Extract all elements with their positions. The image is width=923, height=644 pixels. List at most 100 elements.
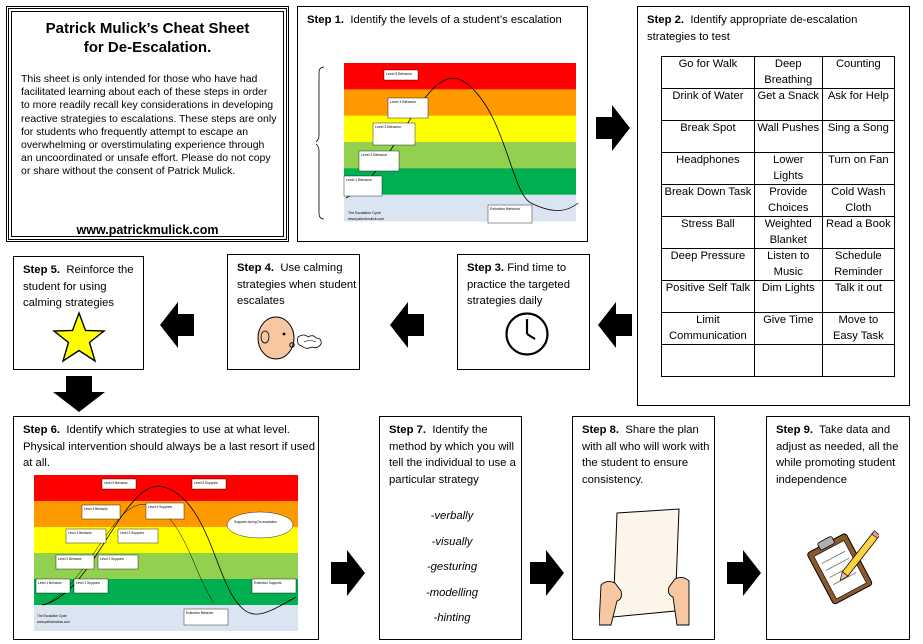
breathing-head-icon: [254, 315, 334, 363]
step-4-text: Step 4. Use calming strategies when stud…: [237, 260, 357, 310]
level-1-label: Level 1 Behavior: [346, 178, 373, 182]
methods-list: -verbally -visually -gesturing -modellin…: [384, 510, 520, 638]
step-8-box: Step 8. Share the plan with all who will…: [572, 416, 715, 640]
level-2-label: Level 2 Behavior: [361, 153, 388, 157]
method-item: -modelling: [384, 587, 520, 613]
level-3-label: Level 3 Behavior: [375, 125, 402, 129]
chart-detailed-title: The Escalation Cycle: [37, 614, 67, 618]
level-4-label: Level 4 Behavior: [390, 100, 417, 104]
arrow-left-icon: [598, 302, 632, 348]
step-9-box: Step 9. Take data and adjust as needed, …: [766, 416, 910, 640]
level-2-supports: Level 2 Supports: [100, 557, 124, 561]
level-band: [344, 89, 576, 116]
strategy-cell: Deep Pressure: [662, 249, 755, 281]
step-1-box: Step 1. Identify the levels of a student…: [297, 6, 588, 242]
step-4-box: Step 4. Use calming strategies when stud…: [227, 254, 360, 370]
title-box: Patrick Mulick’s Cheat Sheet for De-Esca…: [6, 6, 289, 242]
step-2-text: Step 2. Identify appropriate de-escalati…: [647, 12, 902, 45]
extinction-label: Extinction Behavior: [490, 207, 521, 211]
strategy-cell: Deep Breathing: [754, 57, 822, 89]
title-line-2: for De-Escalation.: [9, 38, 286, 57]
level-1-supports: Level 1 Supports: [76, 581, 100, 585]
method-item: -visually: [384, 536, 520, 562]
strategy-cell: Limit Communication: [662, 313, 755, 345]
method-item: -hinting: [384, 612, 520, 638]
strategy-cell: Turn on Fan: [822, 153, 894, 185]
step-8-text: Step 8. Share the plan with all who will…: [582, 422, 710, 488]
cheat-sheet-title: Patrick Mulick’s Cheat Sheet for De-Esca…: [9, 19, 286, 57]
strategy-cell: Positive Self Talk: [662, 281, 755, 313]
level-3-supports: Level 3 Supports: [120, 531, 144, 535]
step-5-text: Step 5. Reinforce the student for using …: [23, 262, 141, 312]
strategy-cell: Stress Ball: [662, 217, 755, 249]
arrow-left-icon: [390, 302, 424, 348]
arrow-right-icon: [596, 105, 630, 151]
strategy-cell: Sing a Song: [822, 121, 894, 153]
clock-icon: [504, 311, 550, 357]
step-3-text: Step 3. Find time to practice the target…: [467, 260, 587, 310]
step-3-box: Step 3. Find time to practice the target…: [457, 254, 590, 370]
arrow-left-icon: [160, 302, 194, 348]
arrow-right-icon: [530, 550, 564, 596]
strategy-cell: Break Down Task: [662, 185, 755, 217]
level-5-label-detailed: Level 5 Behavior: [104, 481, 129, 485]
chart-detailed-url: www.patrickmulick.com: [37, 620, 70, 624]
clipboard-icon: [803, 527, 879, 605]
strategy-cell: Wall Pushes: [754, 121, 822, 153]
chart-small-title: The Escalation Cycle: [348, 211, 381, 215]
strategy-cell: Dim Lights: [754, 281, 822, 313]
arrow-right-icon: [331, 550, 365, 596]
strategy-row: Drink of WaterGet a SnackAsk for Help: [662, 89, 895, 121]
escalation-chart-small: Level 5 Behavior Level 4 Behavior Level …: [316, 63, 581, 233]
level-4-supports: Level 4 Supports: [148, 505, 172, 509]
strategy-cell: Break Spot: [662, 121, 755, 153]
intro-text: This sheet is only intended for those wh…: [21, 73, 278, 179]
title-line-1: Patrick Mulick’s Cheat Sheet: [9, 19, 286, 38]
strategy-cell: Drink of Water: [662, 89, 755, 121]
strategy-row: HeadphonesLower LightsTurn on Fan: [662, 153, 895, 185]
strategy-cell: Give Time: [754, 313, 822, 345]
step-5-box: Step 5. Reinforce the student for using …: [13, 256, 144, 370]
strategies-table: Go for WalkDeep BreathingCountingDrink o…: [661, 56, 895, 377]
strategy-cell: Talk it out: [822, 281, 894, 313]
strategy-cell: Weighted Blanket: [754, 217, 822, 249]
website-link[interactable]: www.patrickmulick.com: [9, 223, 286, 237]
step-1-text: Step 1. Identify the levels of a student…: [307, 12, 582, 29]
level-2-label-detailed: Level 2 Behavior: [58, 557, 83, 561]
deescalation-supports-note: Supports during De-escalation: [234, 520, 277, 524]
strategy-cell: Ask for Help: [822, 89, 894, 121]
strategy-cell: [754, 345, 822, 377]
strategy-cell: [822, 345, 894, 377]
arrow-right-icon: [727, 550, 761, 596]
level-5-supports: Level 5 Supports: [194, 481, 218, 485]
step-7-text: Step 7. Identify the method by which you…: [389, 422, 517, 488]
strategy-cell: Headphones: [662, 153, 755, 185]
extinction-supports: Extinction Supports: [254, 581, 282, 585]
strategy-cell: Move to Easy Task: [822, 313, 894, 345]
arrow-down-icon: [53, 376, 105, 412]
method-item: -gesturing: [384, 561, 520, 587]
level-1-label-detailed: Level 1 Behavior: [38, 581, 63, 585]
step-6-box: Step 6. Identify which strategies to use…: [13, 416, 319, 640]
step-9-text: Step 9. Take data and adjust as needed, …: [776, 422, 906, 488]
step-6-text: Step 6. Identify which strategies to use…: [23, 422, 315, 472]
strategy-cell: Read a Book: [822, 217, 894, 249]
strategy-cell: Schedule Reminder: [822, 249, 894, 281]
document-hands-icon: [599, 507, 691, 627]
level-band: [34, 475, 298, 502]
level-3-label-detailed: Level 3 Behavior: [68, 531, 93, 535]
strategy-cell: Listen to Music: [754, 249, 822, 281]
strategy-cell: Cold Wash Cloth: [822, 185, 894, 217]
level-band: [344, 63, 576, 90]
strategy-cell: Counting: [822, 57, 894, 89]
strategy-cell: Provide Choices: [754, 185, 822, 217]
level-5-label: Level 5 Behavior: [386, 72, 413, 76]
star-icon: [52, 311, 106, 365]
level-4-label-detailed: Level 4 Behavior: [84, 507, 109, 511]
